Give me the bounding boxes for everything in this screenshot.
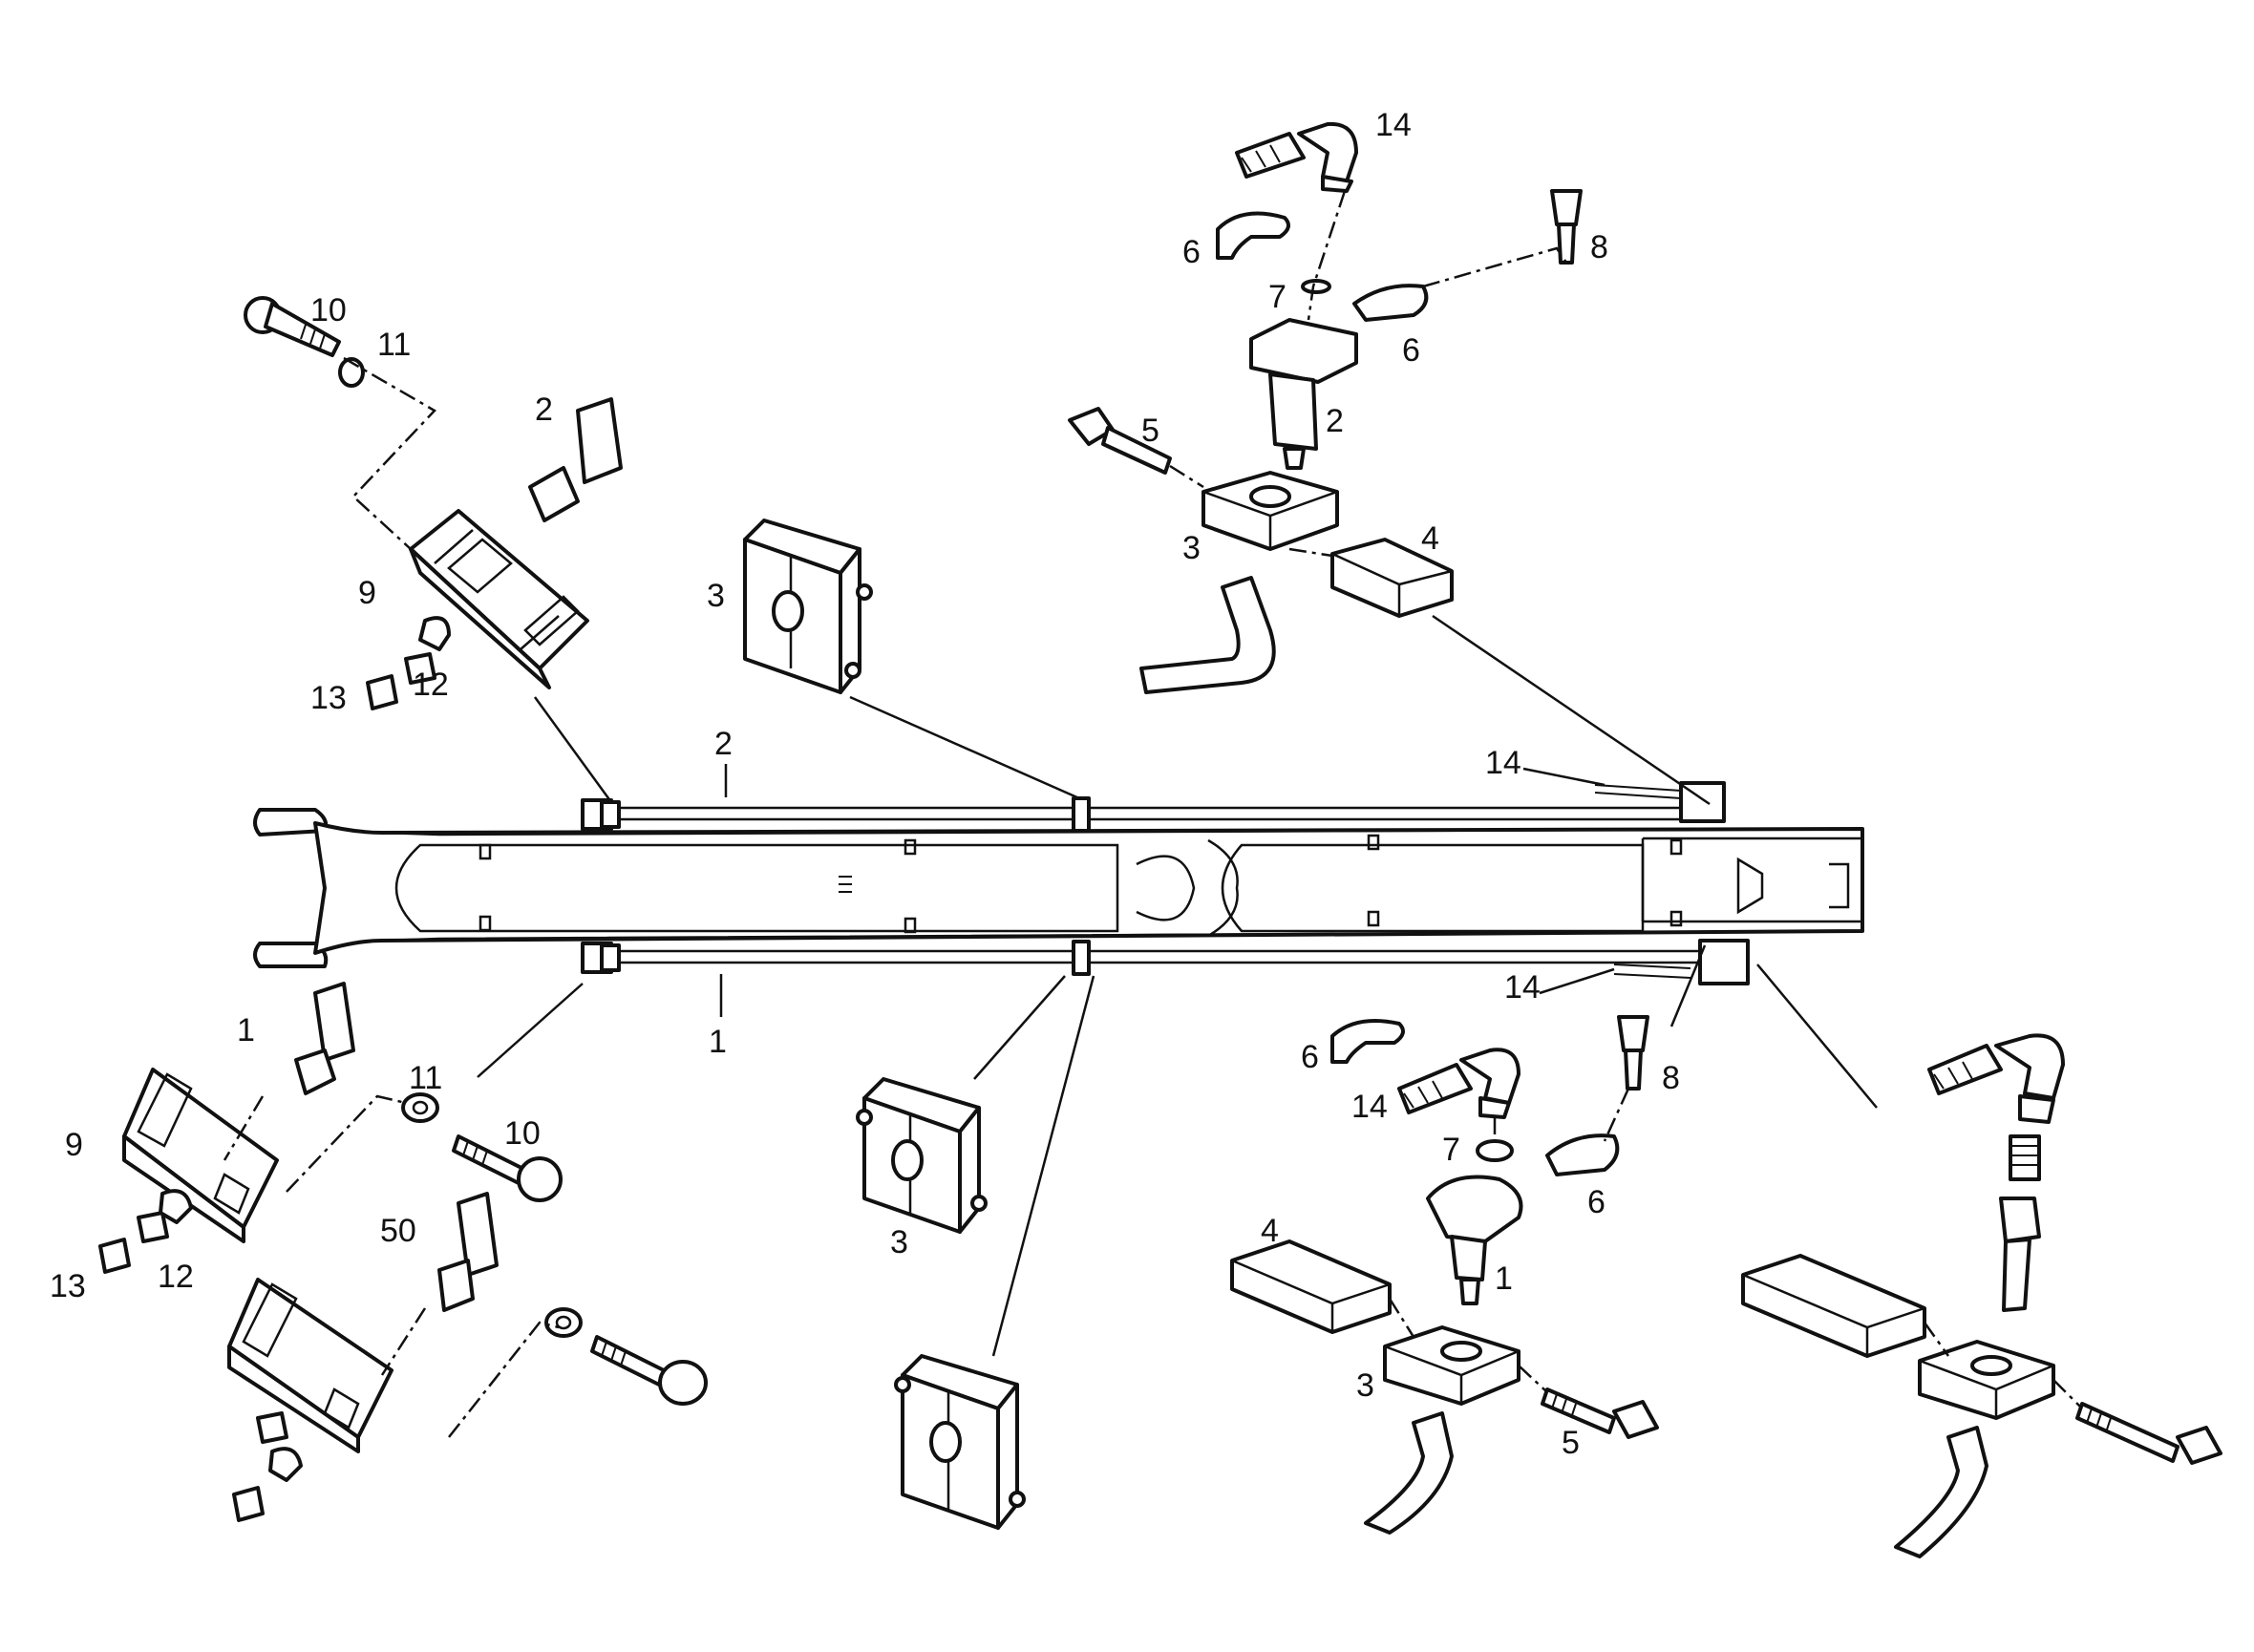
label-leaders — [719, 764, 1615, 1017]
callout-bottom-right-adapter: 1 — [1495, 1260, 1513, 1297]
callout-top-right-adapter: 2 — [1326, 403, 1344, 439]
bottom-left-assembly — [98, 982, 584, 1274]
callout-bottom-left-washer: 11 — [409, 1060, 442, 1096]
callout-top-right-clamp-right: 6 — [1402, 332, 1420, 369]
callout-top-right-elbow: 14 — [1375, 107, 1412, 143]
callout-bottom-left-screw: 10 — [504, 1115, 541, 1152]
callout-top-right-clamp-left: 6 — [1182, 234, 1201, 270]
callout-top-left-setscrew: 12 — [413, 667, 449, 703]
callout-top-right-oring: 7 — [1268, 279, 1286, 315]
callout-top-right-bolt: 5 — [1141, 413, 1159, 449]
callout-bottom-right-clamp-left: 6 — [1301, 1039, 1319, 1075]
callout-boom-upper-hose: 14 — [1485, 745, 1521, 781]
callout-bottom-right-bolt: 5 — [1562, 1425, 1580, 1461]
far-right-assembly — [1741, 964, 2222, 1558]
callout-labels: 14 6 7 6 8 5 2 3 4 10 11 2 9 13 12 3 2 1… — [50, 107, 1680, 1461]
callout-top-right-cover: 4 — [1421, 520, 1439, 557]
callout-top-right-screw: 8 — [1590, 229, 1608, 265]
boom-arm — [253, 781, 1864, 985]
callout-bottom-left-pipe: 1 — [237, 1012, 255, 1048]
callout-bottom-right-screw: 8 — [1662, 1060, 1680, 1096]
callout-bottom-left-nut: 13 — [50, 1268, 86, 1304]
callout-top-left-washer: 11 — [377, 327, 411, 363]
callout-bottom-right-cover: 4 — [1261, 1213, 1279, 1249]
callout-top-left-screw: 10 — [310, 292, 347, 328]
bottom-center-clamps — [856, 975, 1095, 1530]
bottom-right-assembly — [1230, 944, 1707, 1535]
callout-boom-upper-line: 2 — [714, 726, 733, 762]
callout-bottom-left-bracket: 9 — [65, 1127, 83, 1163]
callout-top-right-block: 3 — [1182, 530, 1201, 566]
top-center-clamp — [743, 519, 1080, 800]
callout-top-left-nut: 13 — [310, 680, 347, 716]
callout-bottom-right-elbow: 14 — [1351, 1089, 1388, 1125]
callout-bottom-right-clamp-right: 6 — [1587, 1184, 1605, 1220]
top-left-assembly — [244, 296, 623, 803]
callout-boom-lower-line: 1 — [709, 1024, 727, 1060]
callout-bottom-left2-pipe: 50 — [380, 1213, 416, 1249]
callout-bottom-center-clamp: 3 — [890, 1224, 908, 1260]
callout-top-center-clamp: 3 — [707, 578, 725, 614]
bottom-left-second-assembly — [227, 1192, 708, 1522]
callout-bottom-right-block: 3 — [1356, 1367, 1374, 1404]
callout-bottom-left-setscrew: 12 — [158, 1259, 194, 1295]
callout-boom-lower-hose: 14 — [1504, 969, 1541, 1006]
top-right-assembly — [1068, 121, 1711, 806]
callout-top-left-pipe: 2 — [535, 392, 553, 428]
callout-bottom-right-oring: 7 — [1442, 1132, 1460, 1168]
callout-top-left-bracket: 9 — [358, 575, 376, 611]
